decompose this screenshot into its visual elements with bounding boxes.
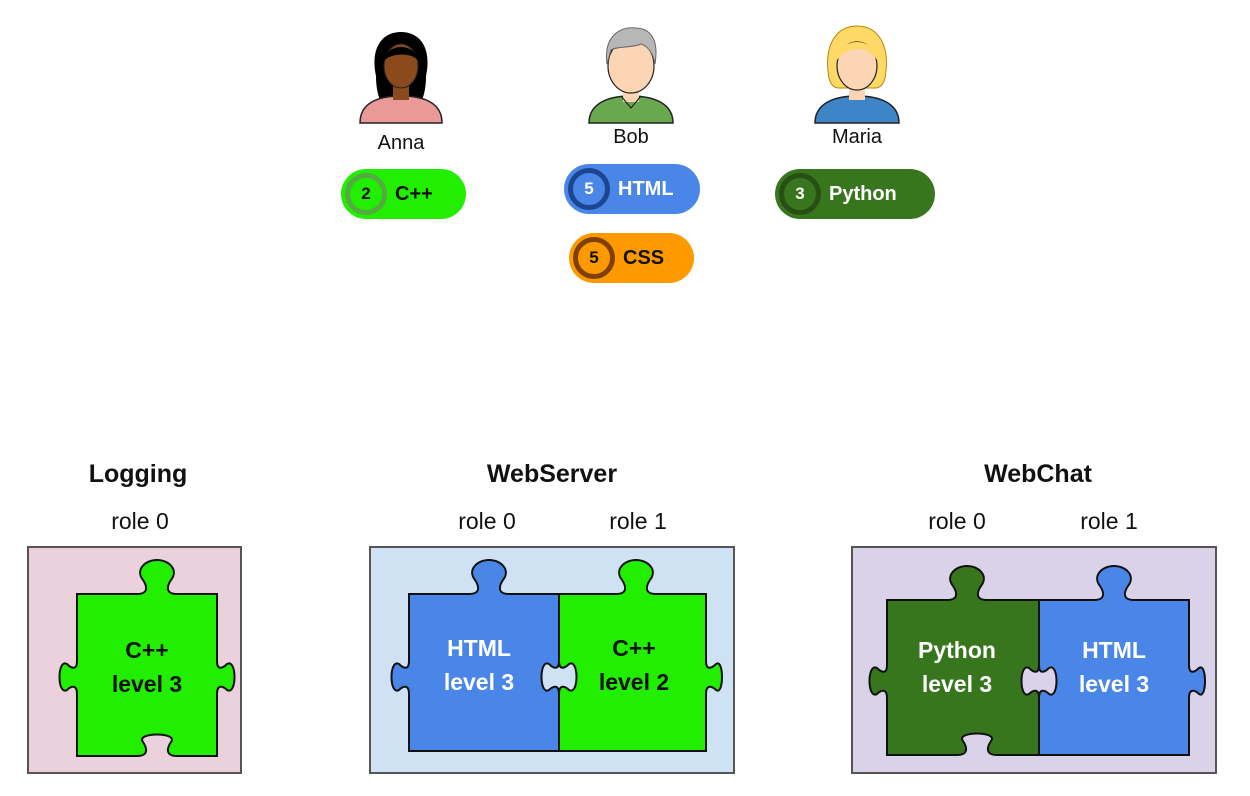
skill-pill-bob-css: 5 CSS <box>569 233 694 283</box>
maria-avatar-icon <box>814 25 900 124</box>
puzzle-skill: Python <box>918 637 996 663</box>
project-title-webchat: WebChat <box>984 460 1092 488</box>
puzzle-piece-icon: C++ level 3 <box>58 558 236 757</box>
person-name: Anna <box>377 132 425 154</box>
puzzle-level: level 3 <box>444 669 514 695</box>
puzzle-skill: C++ <box>125 637 168 663</box>
skill-label: Python <box>829 182 897 205</box>
person-name: Maria <box>831 126 882 148</box>
skill-level-badge: 2 <box>345 173 387 215</box>
role-label: role 0 <box>458 508 516 534</box>
skill-pill-maria-python: 3 Python <box>775 169 935 219</box>
skill-pill-anna-cpp: 2 C++ <box>341 169 466 219</box>
skill-level-badge: 5 <box>573 237 615 279</box>
role-label: role 1 <box>609 508 667 534</box>
person-name: Bob <box>613 126 649 148</box>
puzzle-piece-icon: HTML level 3 <box>1039 564 1206 756</box>
skill-pill-bob-html: 5 HTML <box>564 164 700 214</box>
project-box-logging: C++ level 3 <box>27 546 242 774</box>
skill-label: HTML <box>618 177 674 200</box>
puzzle-level: level 3 <box>922 671 992 697</box>
puzzle-level: level 3 <box>1079 671 1149 697</box>
project-title-logging: Logging <box>88 460 188 488</box>
skill-label: C++ <box>395 182 433 205</box>
person-anna: Anna <box>331 28 471 155</box>
role-label: role 1 <box>1080 508 1138 534</box>
bob-avatar-icon <box>588 27 674 124</box>
puzzle-skill: HTML <box>447 635 511 661</box>
puzzle-piece-icon: Python level 3 <box>868 564 1040 756</box>
puzzle-level: level 2 <box>599 669 669 695</box>
project-title-webserver: WebServer <box>486 460 618 488</box>
skill-level-badge: 5 <box>568 168 610 210</box>
skill-label: CSS <box>623 246 665 269</box>
project-box-webchat: Python level 3 HTML level 3 <box>851 546 1217 774</box>
puzzle-piece-icon: HTML level 3 <box>390 558 559 752</box>
role-label: role 0 <box>928 508 986 534</box>
puzzle-skill: C++ <box>612 635 655 661</box>
anna-avatar-icon <box>359 32 443 124</box>
skill-level-badge: 3 <box>779 173 821 215</box>
role-label: role 0 <box>111 508 169 534</box>
person-maria: Maria <box>787 22 927 149</box>
puzzle-level: level 3 <box>112 671 182 697</box>
puzzle-piece-icon: C++ level 2 <box>558 558 723 752</box>
person-bob: Bob <box>561 22 701 149</box>
project-box-webserver: HTML level 3 C++ level 2 <box>369 546 735 774</box>
puzzle-skill: HTML <box>1082 637 1146 663</box>
